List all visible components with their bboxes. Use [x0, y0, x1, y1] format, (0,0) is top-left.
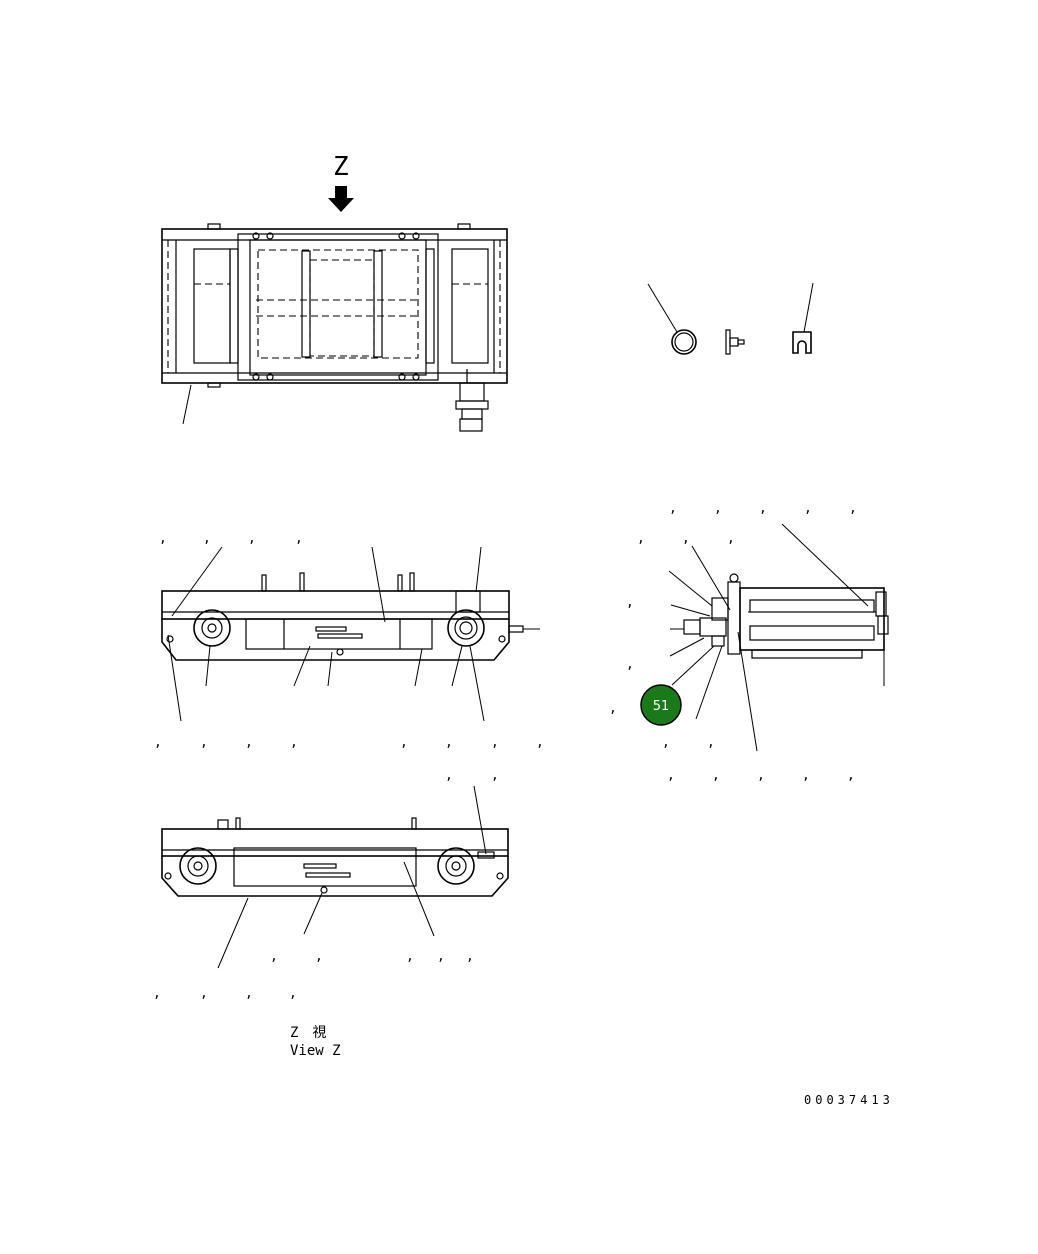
reference-separator: , — [802, 768, 810, 783]
view-caption-en: View Z — [290, 1043, 341, 1059]
reference-separator: , — [637, 531, 645, 546]
reference-separator: , — [609, 701, 617, 716]
view-arrow-z: Z — [328, 152, 354, 212]
reference-separator: , — [437, 949, 445, 964]
reference-separator: , — [667, 768, 675, 783]
callout-number[interactable]: 51 — [653, 699, 670, 714]
reference-separator: , — [295, 531, 303, 546]
reference-separator: , — [248, 531, 256, 546]
reference-separator: , — [759, 501, 767, 516]
reference-separator: , — [669, 501, 677, 516]
view-caption: Z 視 View Z — [290, 1025, 341, 1059]
reference-separator: , — [707, 735, 715, 750]
reference-separator: , — [445, 768, 453, 783]
lower-elevation — [161, 785, 509, 969]
reference-separator: , — [626, 595, 634, 610]
end-view — [668, 523, 889, 752]
reference-separator: , — [270, 949, 278, 964]
reference-separator: , — [159, 531, 167, 546]
reference-separator: , — [712, 768, 720, 783]
top-plan-view — [161, 223, 508, 432]
reference-separator: , — [536, 735, 544, 750]
reference-separator: , — [682, 531, 690, 546]
reference-separator: , — [400, 735, 408, 750]
reference-separators: , , , , , , , , , , , , , , , , , , , , … — [153, 501, 857, 1001]
reference-separator: , — [245, 986, 253, 1001]
view-caption-jp: Z 視 — [290, 1025, 326, 1041]
drawing-number: 00037413 — [804, 1093, 894, 1107]
view-arrow-label: Z — [333, 152, 349, 182]
reference-separator: , — [153, 986, 161, 1001]
reference-separator: , — [315, 949, 323, 964]
reference-separator: , — [849, 501, 857, 516]
reference-separator: , — [289, 986, 297, 1001]
reference-separator: , — [626, 657, 634, 672]
down-arrow-icon — [328, 186, 354, 212]
reference-separator: , — [203, 531, 211, 546]
reference-separator: , — [406, 949, 414, 964]
reference-separator: , — [727, 531, 735, 546]
reference-separator: , — [445, 735, 453, 750]
reference-separator: , — [804, 501, 812, 516]
reference-separator: , — [200, 986, 208, 1001]
reference-separator: , — [290, 735, 298, 750]
reference-separator: , — [757, 768, 765, 783]
reference-separator: , — [491, 735, 499, 750]
side-elevation — [161, 546, 540, 722]
small-parts — [647, 282, 814, 355]
reference-separator: , — [200, 735, 208, 750]
callout-circle[interactable] — [640, 684, 682, 726]
reference-separator: , — [847, 768, 855, 783]
reference-separator: , — [154, 735, 162, 750]
reference-separator: , — [491, 768, 499, 783]
reference-separator: , — [466, 949, 474, 964]
reference-separator: , — [662, 735, 670, 750]
callout-51[interactable]: 51 — [640, 684, 682, 726]
reference-separator: , — [245, 735, 253, 750]
reference-separator: , — [714, 501, 722, 516]
